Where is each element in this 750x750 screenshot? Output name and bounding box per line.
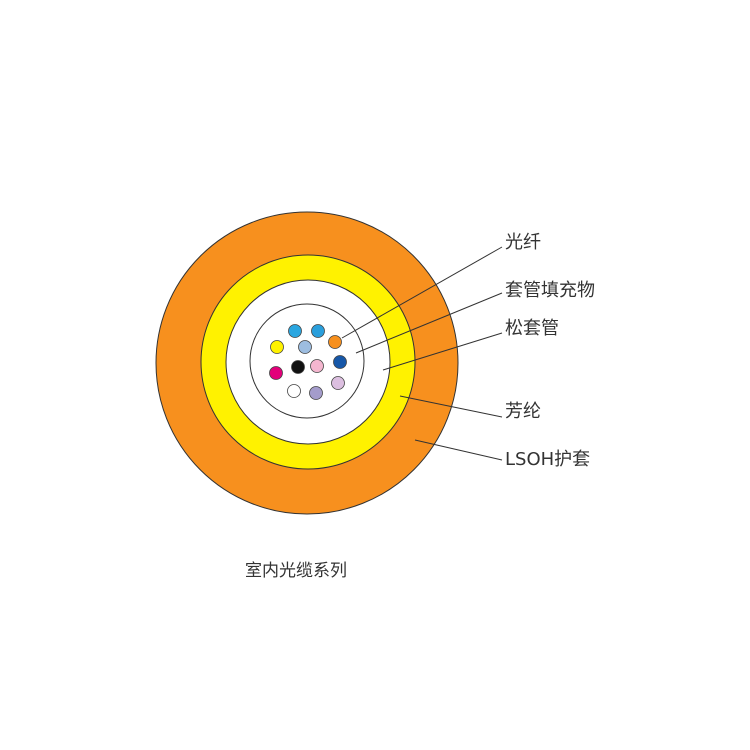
- fiber-leader-line: [341, 246, 503, 339]
- optical-fiber: [269, 366, 283, 380]
- tube-filler-boundary: [249, 303, 365, 419]
- optical-fiber: [287, 384, 301, 398]
- optical-fiber: [288, 324, 302, 338]
- optical-fiber: [270, 340, 284, 354]
- optical-fiber: [309, 386, 323, 400]
- optical-fiber: [311, 324, 325, 338]
- optical-fiber: [331, 376, 345, 390]
- optical-fiber: [328, 335, 342, 349]
- loose-tube-leader-line: [382, 332, 503, 371]
- loose-tube-label: 松套管: [505, 318, 559, 339]
- tube-filler-label: 套管填充物: [505, 280, 595, 301]
- aramid-leader-line: [399, 395, 503, 418]
- jacket-leader-line: [414, 439, 503, 461]
- jacket-label: LSOH护套: [505, 449, 591, 470]
- tube-filler-leader-line: [355, 292, 503, 354]
- aramid-label: 芳纶: [505, 401, 541, 422]
- optical-fiber: [333, 355, 347, 369]
- optical-fiber: [310, 359, 324, 373]
- optical-fiber: [298, 340, 312, 354]
- optical-fiber: [291, 360, 305, 374]
- diagram-caption: 室内光缆系列: [245, 561, 347, 581]
- fiber-label: 光纤: [505, 232, 541, 253]
